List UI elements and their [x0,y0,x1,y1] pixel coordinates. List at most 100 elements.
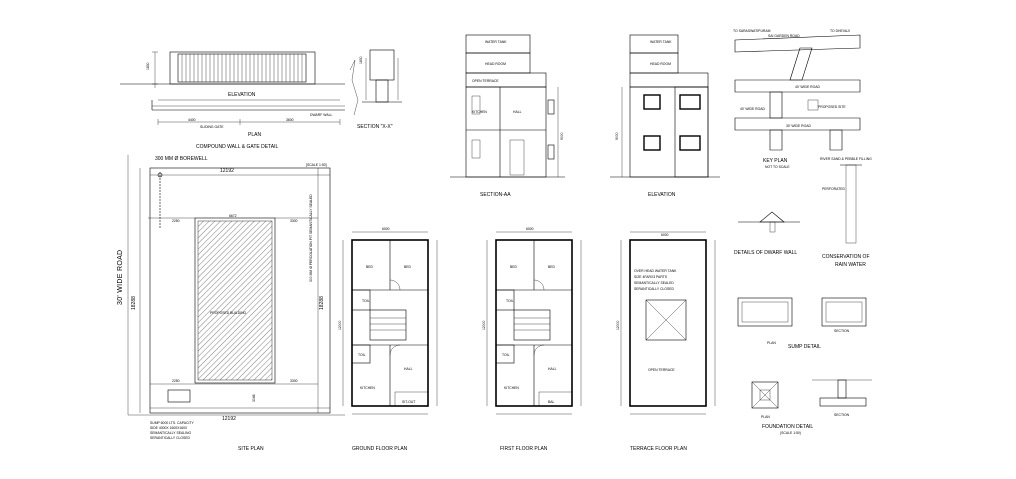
site-depth-left: 18288 [131,296,137,310]
road-label: 30' WIDE ROAD [117,250,124,305]
key-road-2: SAI GARDEN ROAD [768,34,800,38]
site-plan-drawing [127,155,345,416]
gf-width: 6000 [382,227,390,231]
section-hall: HALL [513,110,522,114]
dwarf-wall-title: DETAILS OF DWARF WALL [734,250,797,256]
foundation-title: FOUNDATION DETAIL [762,424,813,430]
ff-toilet-1: TOIL [506,299,514,303]
rain-note-2: PERFORATED [822,187,845,191]
terrace-width: 6000 [661,233,669,237]
plan-dim-left: 4400 [188,118,196,122]
elevation-height: 9000 [615,132,619,140]
terrace-note-1: OVER HEAD WATER TANK [634,269,677,273]
borewell-label: 300 MM Ø BOREWELL [155,156,208,162]
site-depth-right: 18288 [319,296,325,310]
compound-wall-title: COMPOUND WALL & GATE DETAIL [196,144,278,150]
key-road-3: TO DHEVAJI [830,29,850,33]
setback-back-left: 2250 [172,379,180,383]
plan-dim-right: 3600 [286,118,294,122]
setback-front-right: 3300 [290,219,298,223]
ground-floor-title: GROUND FLOOR PLAN [352,446,408,452]
foundation-plan-label: PLAN [761,415,770,419]
svg-text:1830: 1830 [359,56,363,64]
site-plan-title: SITE PLAN [238,446,264,452]
foundation-scale: (SCALE 1:50) [780,431,801,435]
gf-kitchen: KITCHEN [360,386,375,390]
setback-mid: 6672 [229,214,237,218]
section-xx-label: SECTION "X-X" [357,124,393,130]
ff-depth: 12000 [482,320,486,330]
ff-toilet-2: TOIL [502,353,510,357]
key-road-1: TO SARASWATIPURAM [733,29,771,33]
elevation-drawing [610,34,720,178]
terrace-depth: 12000 [616,320,620,330]
sump-title: SUMP DETAIL [788,344,821,350]
gf-bed-2: BED [404,265,412,269]
section-height: 9000 [560,132,564,140]
key-plan-drawing [734,34,861,151]
sump-note-3: SEMANTICALLY SEALING [150,431,192,435]
site-scale: [SCALE 1:50] [306,163,327,167]
terrace-note-4: SERANTICALLY CLOSED [634,287,675,291]
elevation-head-room: HEAD ROOM [650,62,671,66]
compound-wall-plan: 4400 3600 SLIDING GATE DWARF WALL [151,99,345,129]
key-plan-subtitle: NOT TO SCALE [765,165,790,169]
terrace-floor-title: TERRACE FLOOR PLAN [630,446,687,452]
sump-drawing [737,297,867,327]
gf-sitout: SIT-OUT [402,400,415,404]
foundation-drawing [751,379,872,409]
setback-back-right: 3300 [290,379,298,383]
terrace-open-label: OPEN TERRACE [648,368,675,372]
key-road-6: 30' WIDE ROAD [786,124,812,128]
sump-note-4: SERANTICALLY CLOSED [150,436,191,440]
ff-bed-1: BED [510,265,518,269]
elevation-water-tank: WATER TANK [650,40,672,44]
gf-depth: 12000 [338,320,342,330]
gf-bed-1: BED [366,265,374,269]
first-floor-title: FIRST FLOOR PLAN [500,446,548,452]
rain-note-1: RIVER SAND & PEBBLE FILLING [820,157,872,161]
site-width-bottom: 12192 [222,416,236,422]
rain-water-title: CONSERVATION OF [822,254,870,260]
site-width-top: 12192 [220,168,234,174]
dwarf-wall-label: DWARF WALL [310,113,332,117]
plan-label: PLAN [248,132,261,138]
terrace-floor-drawing [620,231,716,415]
percolation-note: 300 MM Ø PERCOLATION PIT SEMANTICALLY SE… [309,194,313,282]
sliding-gate-label: SLIDING GATE [200,125,224,129]
elevation-title: ELEVATION [648,192,676,198]
ff-kitchen: KITCHEN [504,386,519,390]
first-floor-drawing [486,231,582,415]
gf-toilet-2: TOIL [358,353,366,357]
sump-note-2: SIDE 4000X 1600X1600 [150,426,187,430]
sump-section-label: SECTION [834,329,850,333]
key-site: PROPOSED SITE [818,105,846,109]
key-plan-title: KEY PLAN [763,158,788,164]
side-dim: 3048 [252,394,256,402]
section-head-room: HEAD ROOM [485,62,506,66]
dwarf-wall-drawing [738,211,800,233]
ff-width: 6000 [526,227,534,231]
section-water-tank: WATER TANK [485,40,507,44]
key-road-4: 40' WIDE ROAD [795,85,821,89]
setback-front-left: 2250 [172,219,180,223]
terrace-note-3: SEMANTICALLY SEALED [634,281,674,285]
section-aa-title: SECTION-AA [480,192,511,198]
sump-note: SUMP 6000 LTS. CAPACITY [150,421,194,425]
proposed-building-label: PROPOSED BUILDING [210,311,247,315]
ground-floor-drawing [342,231,438,415]
rain-water-drawing [840,164,862,244]
elevation-label: ELEVATION [228,92,256,98]
rain-water-title-2: RAIN WATER [835,262,866,268]
section-aa-drawing [450,34,565,178]
ff-hall: HALL [548,367,557,371]
gf-toilet-1: TOIL [362,299,370,303]
key-road-5: 40' WIDE ROAD [740,107,766,111]
compound-wall-elevation: 1830 [120,51,345,88]
ff-balcony: BAL [548,400,555,404]
ff-bed-2: BED [548,265,556,269]
gf-hall: HALL [404,367,413,371]
wall-height-dim: 1830 [146,62,150,70]
section-kitchen: KITCHEN [472,110,487,114]
